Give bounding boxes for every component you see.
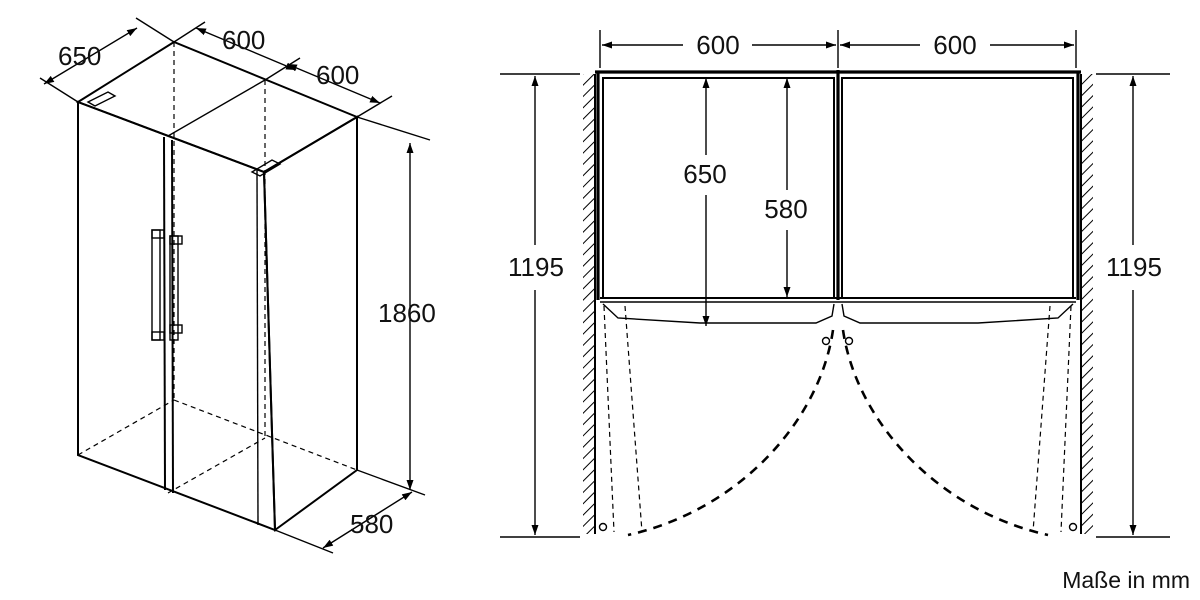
door-handle-right: [169, 235, 183, 341]
door-seam-b: [171, 139, 174, 494]
door-right-closed: [841, 303, 1074, 324]
iso-width-left-label: 600: [222, 25, 265, 55]
door-seam-a: [163, 136, 166, 491]
iso-base-depth-label: 580: [350, 509, 393, 539]
iso-base-depth-dimension-line: [322, 491, 413, 549]
hinge-center-right: [844, 336, 854, 346]
plan-depth-body-label: 580: [764, 194, 807, 224]
door-edge: [256, 169, 259, 526]
hidden-base-back: [173, 399, 358, 471]
units-note: Maße in mm: [1062, 567, 1190, 593]
door-left-closed: [602, 303, 835, 324]
fridge-front: [77, 100, 277, 532]
wall-right: [1081, 74, 1093, 534]
plan-width-right-label: 600: [933, 30, 976, 60]
top-divider: [167, 79, 266, 137]
hinge-plate-left: [86, 91, 117, 107]
door-right-swing-arc: [841, 329, 1049, 537]
door-left-swing-arc: [627, 329, 835, 537]
door-left-open: [603, 305, 643, 533]
iso-width-left-dimension-line: [195, 27, 297, 71]
plan-clearance-left-label: 1195: [508, 252, 564, 282]
hinge-bottom-right: [1068, 522, 1078, 532]
iso-width-right-label: 600: [316, 60, 359, 90]
hinge-bottom-left: [598, 522, 608, 532]
hidden-base-mid: [167, 437, 266, 494]
hinge-plate-right: [250, 159, 282, 177]
iso-width-right-dimension-line: [286, 63, 381, 104]
plan-depth-door-label: 650: [683, 159, 726, 189]
isometric-fridge-view: 650 600 600 1860 580: [39, 17, 436, 554]
fridge-side: [262, 115, 358, 532]
iso-height-label: 1860: [378, 298, 436, 328]
plan-width-left-label: 600: [696, 30, 739, 60]
wall-left: [583, 74, 595, 534]
door-handle-left: [151, 229, 165, 341]
hidden-base-left: [77, 399, 175, 456]
door-right-open: [1032, 305, 1072, 533]
iso-depth-dimension-line: [43, 27, 138, 85]
plan-clearance-right-label: 1195: [1106, 252, 1162, 282]
plan-cabinet: [595, 70, 1081, 303]
hinge-center-left: [821, 336, 831, 346]
iso-depth-label: 650: [58, 41, 101, 71]
plan-view: 600 600 650 580 1195 1195: [500, 30, 1170, 538]
